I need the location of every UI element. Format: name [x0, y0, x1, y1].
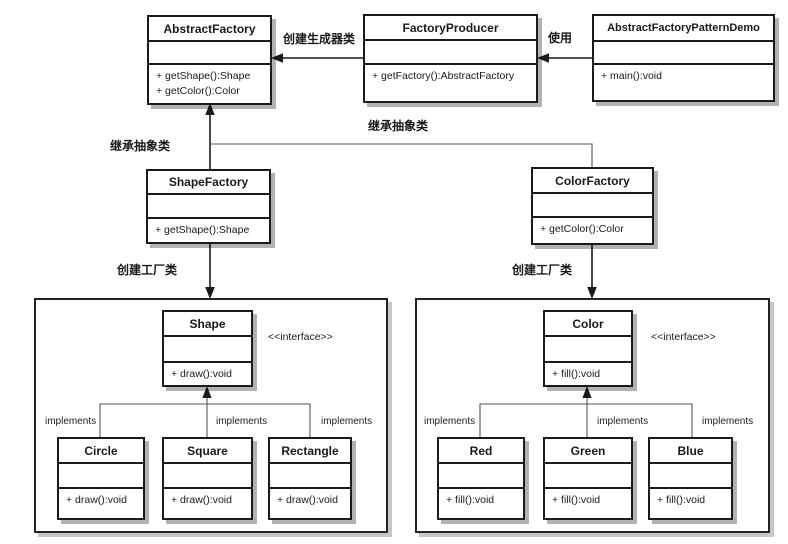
class-colorfactory-fields — [533, 194, 652, 218]
class-blue-methods: + fill():void — [650, 489, 731, 518]
edge-label-implements-circle: implements — [45, 416, 97, 427]
method: + fill():void — [552, 368, 601, 380]
class-abstractfactorypatterndemo: AbstractFactoryPatternDemo + main():void — [592, 14, 775, 102]
method: + getColor():Color — [156, 85, 240, 97]
edge-label-implements-blue: implements — [702, 416, 754, 427]
class-rectangle-methods: + draw():void — [270, 489, 350, 518]
edge-label-implements-square: implements — [216, 416, 268, 427]
interface-shape-methods: + draw():void — [164, 363, 251, 385]
edge-label-use: 使用 — [548, 31, 573, 45]
method: + draw():void — [171, 368, 232, 380]
interface-color-title: Color — [545, 312, 631, 337]
edge-label-implements-green: implements — [597, 416, 649, 427]
class-circle-methods: + draw():void — [59, 489, 143, 518]
class-blue-fields — [650, 464, 731, 489]
class-green-methods: + fill():void — [545, 489, 631, 518]
interface-color-fields — [545, 337, 631, 363]
class-circle: Circle + draw():void — [57, 437, 145, 520]
class-red-title: Red — [439, 439, 523, 464]
method: + getShape():Shape — [155, 224, 250, 236]
class-abstractfactory: AbstractFactory + getShape():Shape + get… — [147, 15, 272, 105]
stereotype-interface-shape: <<interface>> — [268, 331, 333, 343]
method: + fill():void — [446, 494, 495, 506]
method: + fill():void — [657, 494, 706, 506]
class-rectangle-title: Rectangle — [270, 439, 350, 464]
class-circle-fields — [59, 464, 143, 489]
class-red: Red + fill():void — [437, 437, 525, 520]
class-shapefactory-methods: + getShape():Shape — [148, 219, 269, 242]
edge-label-create-factory-right: 创建工厂类 — [512, 263, 573, 277]
class-colorfactory-methods: + getColor():Color — [533, 218, 652, 243]
class-red-fields — [439, 464, 523, 489]
class-shapefactory-title: ShapeFactory — [148, 171, 269, 195]
class-factoryproducer-fields — [365, 41, 536, 65]
interface-shape: Shape + draw():void — [162, 310, 253, 387]
interface-color-methods: + fill():void — [545, 363, 631, 385]
edge-colorfactory-branch — [210, 143, 593, 167]
stereotype-interface-color: <<interface>> — [651, 331, 716, 343]
arrowhead-left-abstractfactory — [271, 53, 283, 63]
edge-label-inherit-abstract-left: 继承抽象类 — [110, 139, 171, 153]
edge-label-implements-red: implements — [424, 416, 476, 427]
class-green-title: Green — [545, 439, 631, 464]
class-demo-title: AbstractFactoryPatternDemo — [594, 16, 773, 42]
class-blue: Blue + fill():void — [648, 437, 733, 520]
class-colorfactory-title: ColorFactory — [533, 169, 652, 194]
class-square-title: Square — [164, 439, 251, 464]
class-factoryproducer: FactoryProducer + getFactory():AbstractF… — [363, 14, 538, 103]
method: + getFactory():AbstractFactory — [372, 70, 515, 82]
method: + main():void — [601, 70, 662, 82]
method: + fill():void — [552, 494, 601, 506]
class-demo-methods: + main():void — [594, 65, 773, 100]
class-rectangle-fields — [270, 464, 350, 489]
class-factoryproducer-methods: + getFactory():AbstractFactory — [365, 65, 536, 101]
method: + draw():void — [277, 494, 338, 506]
method: + getColor():Color — [540, 223, 624, 235]
class-circle-title: Circle — [59, 439, 143, 464]
arrowhead-left-producer — [537, 53, 549, 63]
class-colorfactory: ColorFactory + getColor():Color — [531, 167, 654, 245]
class-demo-fields — [594, 42, 773, 65]
interface-shape-fields — [164, 337, 251, 363]
interface-color: Color + fill():void — [543, 310, 633, 387]
class-square-fields — [164, 464, 251, 489]
class-green-fields — [545, 464, 631, 489]
class-shapefactory: ShapeFactory + getShape():Shape — [146, 169, 271, 244]
method: + draw():void — [171, 494, 232, 506]
class-abstractfactory-title: AbstractFactory — [149, 17, 270, 42]
class-abstractfactory-methods: + getShape():Shape + getColor():Color — [149, 65, 270, 103]
class-square-methods: + draw():void — [164, 489, 251, 518]
edge-label-create-factory-left: 创建工厂类 — [117, 263, 178, 277]
edge-label-create-producer: 创建生成器类 — [283, 32, 356, 46]
method: + draw():void — [66, 494, 127, 506]
edge-label-inherit-abstract-right: 继承抽象类 — [368, 119, 429, 133]
class-square: Square + draw():void — [162, 437, 253, 520]
interface-shape-title: Shape — [164, 312, 251, 337]
class-red-methods: + fill():void — [439, 489, 523, 518]
class-factoryproducer-title: FactoryProducer — [365, 16, 536, 41]
edge-label-implements-rectangle: implements — [321, 416, 373, 427]
method: + getShape():Shape — [156, 70, 251, 82]
class-abstractfactory-fields — [149, 42, 270, 65]
class-rectangle: Rectangle + draw():void — [268, 437, 352, 520]
class-blue-title: Blue — [650, 439, 731, 464]
class-shapefactory-fields — [148, 195, 269, 219]
class-green: Green + fill():void — [543, 437, 633, 520]
